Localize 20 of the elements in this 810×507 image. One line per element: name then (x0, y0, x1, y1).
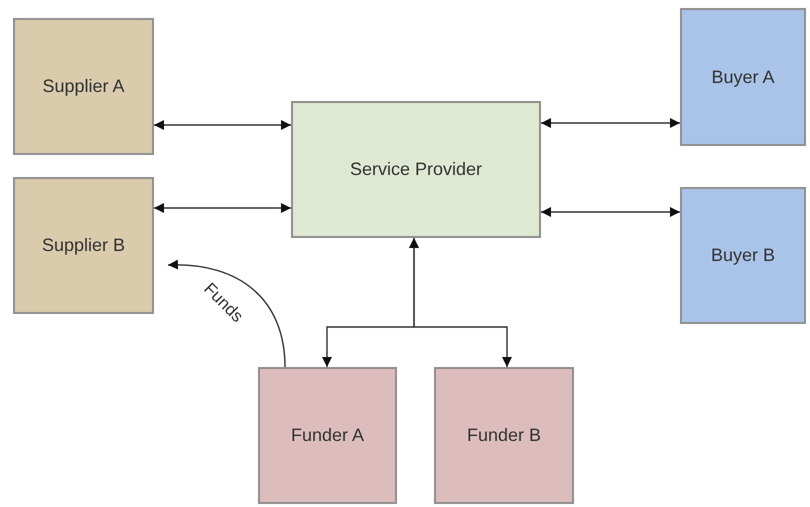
node-label: Service Provider (350, 159, 482, 180)
node-label: Supplier B (42, 235, 126, 256)
entity-box (13, 18, 154, 155)
entity-box (680, 8, 806, 146)
arrow (154, 203, 291, 213)
node-label: Buyer B (710, 245, 776, 266)
entity-box (680, 187, 806, 324)
arrow (409, 238, 512, 367)
arrow (168, 260, 286, 368)
entity-box (258, 367, 397, 504)
node-label: Funder A (290, 425, 364, 446)
entity-box (434, 367, 574, 504)
node-label: Funder B (466, 425, 542, 446)
node-label: Buyer A (711, 66, 775, 88)
arrow (154, 120, 291, 130)
arrow (541, 118, 680, 128)
entity-box (291, 101, 541, 238)
arrow (541, 207, 680, 217)
node-label: Supplier A (42, 76, 125, 97)
entity-box (13, 177, 154, 314)
